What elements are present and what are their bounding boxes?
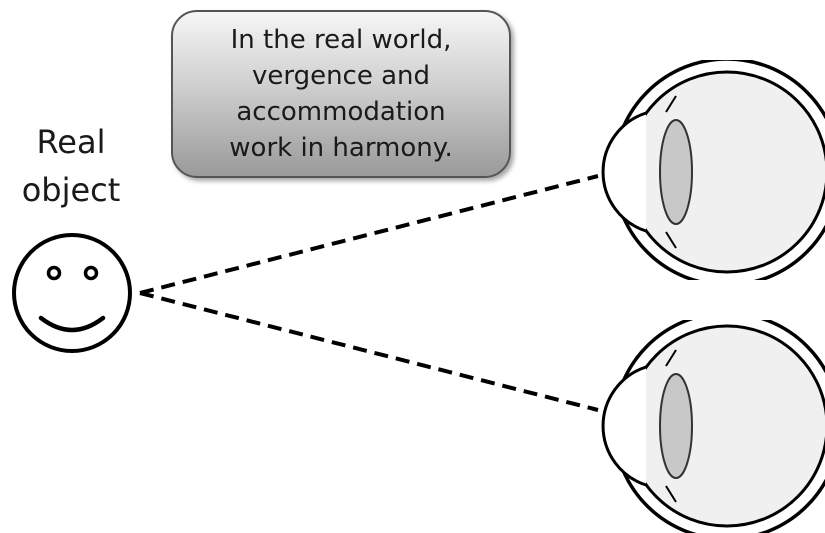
caption-line-4: work in harmony. <box>229 133 453 163</box>
sight-line-bottom <box>139 291 599 412</box>
caption-line-2: vergence and <box>251 61 431 91</box>
real-object-label: Real object <box>0 118 142 214</box>
caption-line-3: accommodation <box>236 97 446 127</box>
eyeball-top-icon <box>601 60 825 280</box>
caption-line-1: In the real world, <box>230 25 452 55</box>
eyeball-bottom-icon <box>601 320 825 533</box>
caption-text: In the real world, vergence and accommod… <box>191 22 491 166</box>
sight-line-top <box>139 174 599 295</box>
caption-callout-box: In the real world, vergence and accommod… <box>171 10 511 178</box>
smiley-face-icon <box>12 233 132 353</box>
real-object-label-line-2: object <box>21 171 121 209</box>
real-object-label-line-1: Real <box>36 123 106 161</box>
